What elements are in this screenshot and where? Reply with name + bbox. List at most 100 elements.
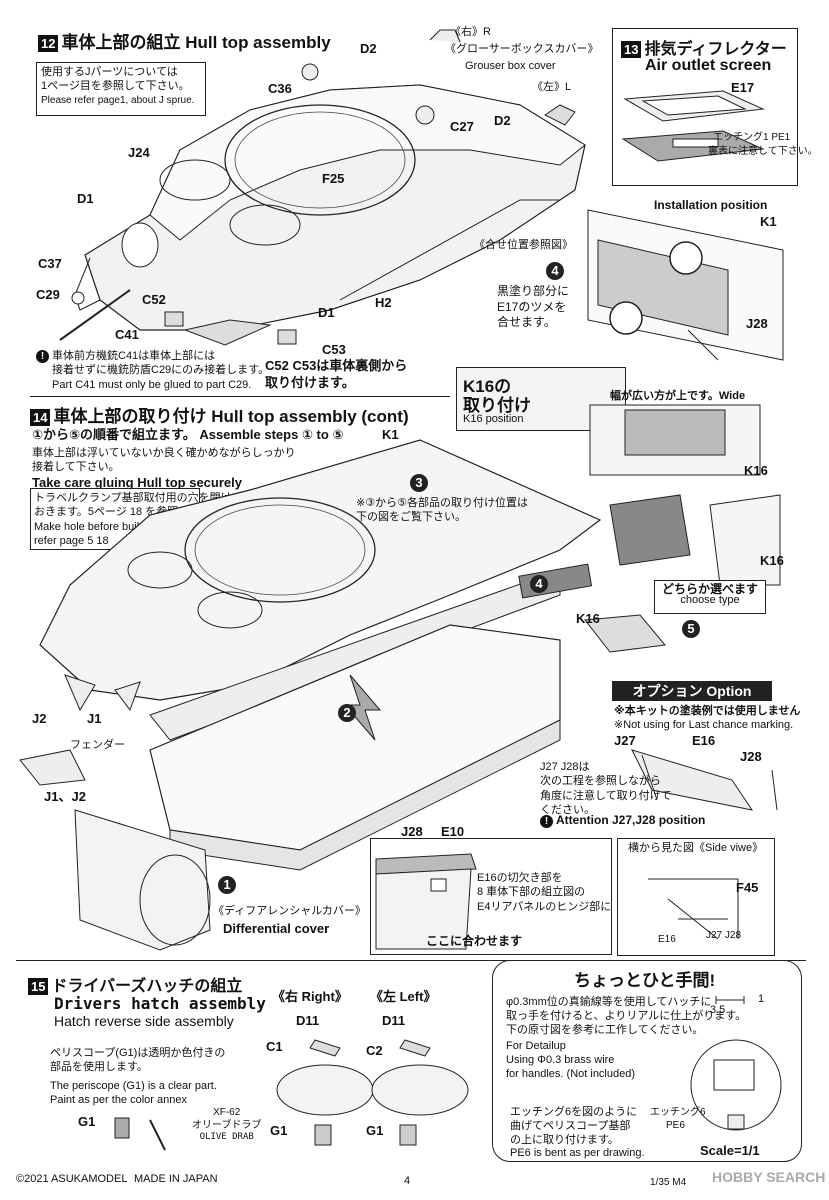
wide-note: 幅が広い方が上です。Wide [610, 390, 746, 402]
part-d2-left: D2 [494, 113, 511, 128]
attention-note: !Attention J27,J28 position [540, 814, 705, 828]
part-g1-right: G1 [270, 1123, 288, 1138]
assembly-order: ①から⑤の順番で組立ます。 Assemble steps ① to ⑤ [32, 427, 344, 442]
right-hatch-label: 《右 Right》 [272, 989, 348, 1004]
part-e16-option: E16 [692, 733, 716, 748]
k16-position-box: K16の 取り付け K16 position [456, 367, 626, 431]
part-d11-right: D11 [296, 1013, 320, 1028]
fender-label: フェンダー [70, 739, 125, 751]
hull-assembly-drawing [19, 439, 666, 951]
pe1-note: 裏表に注意して下さい。 [708, 146, 818, 157]
tip-box [492, 960, 802, 1162]
part-c29: C29 [36, 287, 60, 302]
part-j1-j2: J1、J2 [44, 789, 86, 804]
e16-cut-box: J28 E10 E16の切欠き部を 8 車体下部の組立図の E4リアパネルのヒン… [370, 825, 612, 955]
step-3-marker: 3 [410, 474, 428, 492]
part-k16-top: K16 [744, 463, 768, 478]
part-c53: C53 [322, 342, 346, 357]
dim-1: 1 [758, 993, 765, 1005]
part-c1: C1 [266, 1039, 283, 1054]
option-drawing [631, 749, 778, 811]
grouser-ja: 《グローサーボックスカバー》 [445, 43, 599, 55]
part-k1-install: K1 [760, 214, 777, 229]
copyright: ©2021 ASUKAMODEL [16, 1173, 128, 1185]
part-e17: E17 [731, 80, 755, 95]
part-c36: C36 [268, 81, 292, 96]
j27-j28-note: J27 J28は 次の工程を参照しながら 角度に注意して取り付けて ください。 [540, 761, 672, 816]
page-number: 4 [404, 1175, 411, 1187]
right-label: 《右》R [450, 26, 491, 38]
install-position-label: Installation position [654, 198, 768, 212]
part-j28-install: J28 [746, 316, 768, 331]
section-13-title-en: Air outlet screen [645, 57, 772, 74]
divider-12-14 [30, 396, 450, 397]
e16-cut-note: E16の切欠き部を 8 車体下部の組立図の E4リアパネルのヒンジ部に [477, 872, 612, 913]
choose-type-callout: どちらか選べます choose type [654, 580, 766, 614]
ref-diagram-label: 《合せ位置参照図》 [474, 239, 573, 251]
paint-spec: XF-62 オリーブドラブ OLIVE DRAB [192, 1107, 262, 1142]
pe6-label: PE6 [666, 1120, 685, 1131]
step-2-marker: 2 [338, 704, 356, 722]
install-position-drawing [587, 209, 784, 361]
part-k1-s14: K1 [382, 427, 399, 442]
diff-cover-en: Differential cover [223, 921, 330, 936]
part-d1-b: D1 [318, 305, 335, 320]
section-15-subtitle: Hatch reverse side assembly [54, 1013, 234, 1029]
part-j1: J1 [87, 711, 102, 726]
tip-title: ちょっとひと手間! [574, 971, 716, 990]
e16-cut-drawing [375, 853, 477, 950]
c41-warning: !車体前方機銃C41は車体上部には 接着せずに機銃防盾C29にのみ接着します。 … [36, 349, 269, 392]
part-k16-side: K16 [760, 553, 784, 568]
hatch-drawings [276, 1039, 469, 1146]
position-note: ※③から⑤各部品の取り付け位置は 下の図をご覧下さい。 [356, 497, 528, 524]
part-j27-option: J27 [614, 733, 636, 748]
part-f45: F45 [736, 880, 759, 895]
scale-label: Scale=1/1 [700, 1143, 760, 1158]
part-j24: J24 [128, 145, 150, 160]
part-f25: F25 [322, 171, 345, 186]
part-d1-a: D1 [77, 191, 94, 206]
step-5-marker: 5 [682, 620, 700, 638]
k16-position-drawing [589, 404, 781, 586]
part-c37: C37 [38, 256, 62, 271]
sprue-note: 使用するJパーツについては 1ページ目を参照して下さい。 Please refe… [36, 62, 206, 116]
divider-14-15 [16, 960, 806, 961]
pe1-label: エッチング1 PE1 [713, 132, 791, 143]
g1-periscope-drawing [114, 1117, 166, 1151]
option-notes: ※本キットの塗装例では使用しません ※Not using for Last ch… [614, 705, 801, 732]
made-in: MADE IN JAPAN [134, 1173, 218, 1185]
hatch-scale-drawing [690, 996, 782, 1131]
tip-pe6-text: エッチング6を図のように 曲げてペリスコープ基部 の上に取り付けます。 PE6 … [510, 1106, 645, 1160]
air-outlet-drawing [621, 90, 765, 162]
dim-3-5: 3.5 [710, 1004, 726, 1016]
part-c2: C2 [366, 1043, 383, 1058]
part-g1-paint: G1 [78, 1114, 96, 1129]
part-h2: H2 [375, 295, 392, 310]
part-j28-option: J28 [740, 749, 762, 764]
install-position-view: Installation position K1 J28 [587, 190, 788, 361]
part-j2: J2 [32, 711, 47, 726]
grouser-en: Grouser box cover [465, 60, 556, 72]
part-j28-cut: J28 [401, 824, 423, 839]
part-c27: C27 [450, 119, 474, 134]
part-k16-main: K16 [576, 611, 600, 626]
step-4-marker: 4 [546, 262, 564, 280]
part-e10: E10 [441, 824, 465, 839]
left-hatch-label: 《左 Left》 [370, 989, 437, 1004]
part-e16-side: E16 [658, 934, 676, 945]
kit-name: 1/35 M4 [650, 1177, 687, 1188]
part-c52: C52 [142, 292, 166, 307]
step-4-s14-marker: 4 [530, 575, 548, 593]
periscope-note: ペリスコープ(G1)は透明か色付きの 部品を使用します。 The perisco… [50, 1047, 226, 1106]
part-j27-j28-side: J27 J28 [706, 930, 742, 941]
diff-cover-ja: 《ディフアレンシャルカバー》 [213, 905, 366, 917]
section-15-title-en: Drivers hatch assembly [54, 994, 266, 1013]
step-1-marker: 1 [218, 876, 236, 894]
part-g1-left: G1 [366, 1123, 384, 1138]
